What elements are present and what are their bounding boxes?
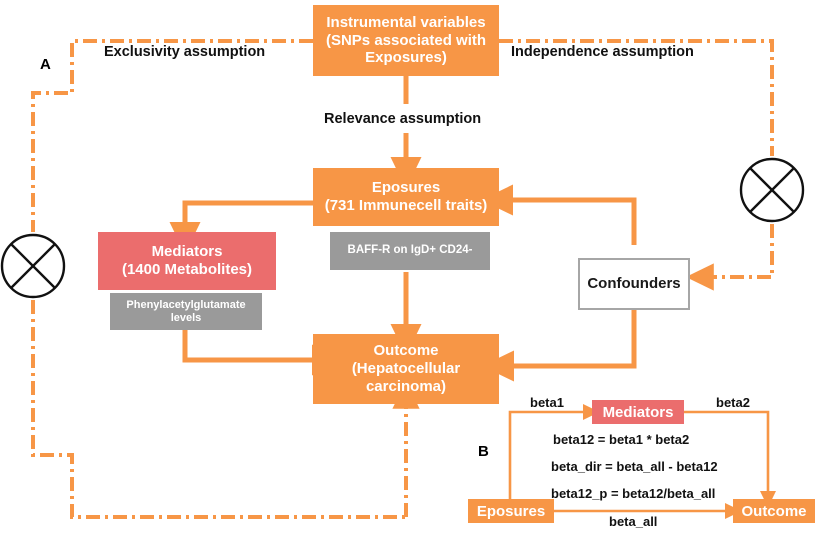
- no-relation-icon-left: [0, 233, 66, 299]
- label-relevance-assumption: Relevance assumption: [324, 111, 482, 127]
- iv-line-1: Instrumental variables: [326, 13, 486, 31]
- arrow-exposures-to-mediators: [169, 200, 322, 254]
- outcome-line-2: (Hepatocellular: [351, 360, 461, 378]
- formula-beta12-p: beta12_p = beta12/beta_all: [551, 486, 716, 501]
- node-b-outcome[interactable]: Outcome: [733, 499, 815, 523]
- confounders-label: Confounders: [587, 275, 681, 293]
- panel-b-letter: B: [478, 443, 489, 460]
- node-mediators[interactable]: Mediators (1400 Metabolites): [98, 232, 276, 290]
- node-outcome[interactable]: Outcome (Hepatocellular carcinoma): [313, 334, 499, 404]
- node-exposures[interactable]: Eposures (731 Immunecell traits): [313, 168, 499, 226]
- label-beta1: beta1: [530, 395, 564, 410]
- panel-a-letter: A: [40, 56, 51, 73]
- exposures-line-1: Eposures: [371, 179, 441, 197]
- arrow-confounders-to-exposures: [481, 184, 637, 245]
- label-exclusivity-assumption: Exclusivity assumption: [104, 44, 266, 60]
- b-outcome-label: Outcome: [741, 502, 807, 520]
- iv-line-3: Exposures): [365, 49, 447, 67]
- node-mediators-tag[interactable]: Phenylacetylglutamate levels: [110, 293, 262, 330]
- label-beta-all: beta_all: [609, 514, 658, 529]
- exposures-line-2: (731 Immunecell traits): [324, 197, 488, 214]
- mediators-tag-line-2: levels: [170, 311, 202, 324]
- formula-beta12: beta12 = beta1 * beta2: [553, 432, 690, 447]
- no-relation-icon-right: [739, 157, 805, 223]
- node-b-mediators[interactable]: Mediators: [592, 400, 684, 424]
- arrow-confounders-to-outcome: [482, 310, 637, 382]
- mediators-tag-line-1: Phenylacetylglutamate: [126, 298, 246, 311]
- arrow-b-mediators-to-outcome: [684, 410, 777, 508]
- iv-line-2: (SNPs associated with: [325, 31, 487, 49]
- formula-beta-dir: beta_dir = beta_all - beta12: [551, 459, 718, 474]
- node-confounders[interactable]: Confounders: [578, 258, 690, 310]
- mediators-line-2: (1400 Metabolites): [121, 261, 253, 278]
- b-exposures-label: Eposures: [476, 502, 546, 520]
- node-b-exposures[interactable]: Eposures: [468, 499, 554, 523]
- outcome-line-1: Outcome: [373, 342, 439, 360]
- label-beta2: beta2: [716, 395, 750, 410]
- label-independence-assumption: Independence assumption: [511, 44, 694, 60]
- mediators-line-1: Mediators: [151, 243, 223, 261]
- node-exposures-tag[interactable]: BAFF-R on IgD+ CD24-: [330, 232, 490, 270]
- exposures-tag-label: BAFF-R on IgD+ CD24-: [347, 244, 473, 257]
- b-mediators-label: Mediators: [602, 403, 674, 421]
- outcome-line-3: carcinoma): [365, 377, 447, 395]
- node-instrumental-variables[interactable]: Instrumental variables (SNPs associated …: [313, 5, 499, 76]
- dashed-independence-path: [499, 39, 774, 291]
